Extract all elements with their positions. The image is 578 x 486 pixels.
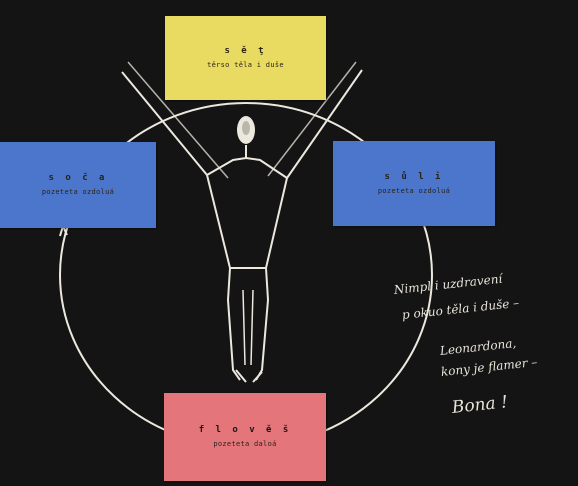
right-leg [256,268,268,380]
left-card-subtitle: pozeteta ozdoluá [42,187,114,198]
right-card-title: s ů l i [385,171,444,183]
bottom-card-title: f l o v ě š [199,424,292,436]
top-card-title: s ě ţ [224,45,266,57]
left-card: s o č a pozeteta ozdoluá [0,142,156,228]
inner-left-leg [243,290,245,365]
right-foot [253,372,262,382]
right-card-subtitle: pozeteta ozdoluá [378,186,450,197]
inner-right-leg [251,290,253,365]
left-torso [207,175,230,268]
top-card: s ě ţ těrso těla i duše [165,16,326,100]
left-leg [228,268,240,380]
left-card-title: s o č a [49,172,108,184]
bottom-card: f l o v ě š pozeteta daloá [164,393,326,481]
bottom-card-subtitle: pozeteta daloá [213,439,276,450]
right-card: s ů l i pozeteta ozdoluá [333,141,495,226]
top-card-subtitle: těrso těla i duše [207,60,284,71]
right-torso [266,178,287,268]
